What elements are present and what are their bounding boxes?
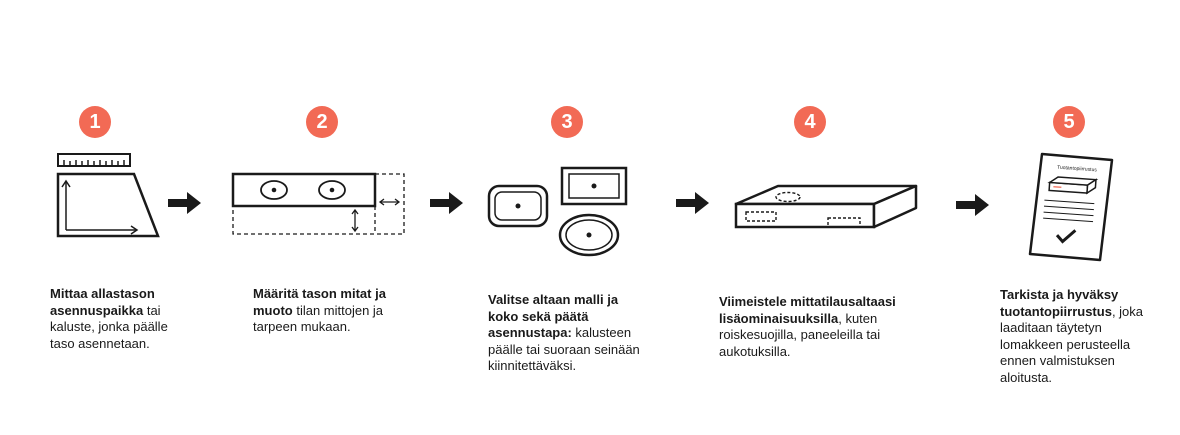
- arrow-right-icon: [676, 192, 709, 214]
- countertop-dimensions-illustration: [231, 172, 405, 235]
- step-3-title: Valitse altaan malli ja koko sekä päätä …: [488, 292, 619, 340]
- arrow-right-icon: [956, 194, 989, 216]
- step-4-text: , kuten roiskesuojilla, paneeleilla tai …: [719, 310, 881, 359]
- step-1-badge: 1: [79, 106, 111, 138]
- measure-illustration: [56, 153, 160, 238]
- step-1-title: Mittaa allastason asennuspaikka: [50, 286, 155, 318]
- step-2-description: Määritä tason mitat ja muoto tilan mitto…: [253, 286, 401, 336]
- step-1-text: tai kaluste, jonka päälle taso asennetaa…: [50, 302, 168, 351]
- step-3-description: Valitse altaan malli ja koko sekä päätä …: [488, 292, 648, 375]
- step-1-description: Mittaa allastason asennuspaikka tai kalu…: [50, 286, 192, 352]
- step-5-title: Tarkista ja hyväksy tuotantopiirrustus: [1000, 287, 1119, 319]
- arrow-right-icon: [168, 192, 201, 214]
- step-5-badge: 5: [1053, 106, 1085, 138]
- step-3-badge: 3: [551, 106, 583, 138]
- step-3-text: kalusteen päälle tai suoraan seinään kii…: [488, 325, 640, 373]
- production-drawing-illustration: [1028, 152, 1114, 262]
- arrow-right-icon: [430, 192, 463, 214]
- basin-options-illustration: [487, 166, 628, 257]
- step-4-title: Viimeistele mittatilausaltaasi lisäomina…: [719, 294, 896, 326]
- step-2-title: Määritä tason mitat ja muoto: [253, 286, 386, 318]
- step-5-text: , joka laaditaan täytetyn lomakkeen peru…: [1000, 303, 1144, 385]
- countertop-options-illustration: [734, 184, 918, 229]
- step-2-text: tilan mittojen ja tarpeen mukaan.: [253, 302, 384, 335]
- step-5-description: Tarkista ja hyväksy tuotantopiirrustus, …: [1000, 287, 1148, 386]
- step-2-badge: 2: [306, 106, 338, 138]
- step-4-badge: 4: [794, 106, 826, 138]
- step-4-description: Viimeistele mittatilausaltaasi lisäomina…: [719, 294, 924, 360]
